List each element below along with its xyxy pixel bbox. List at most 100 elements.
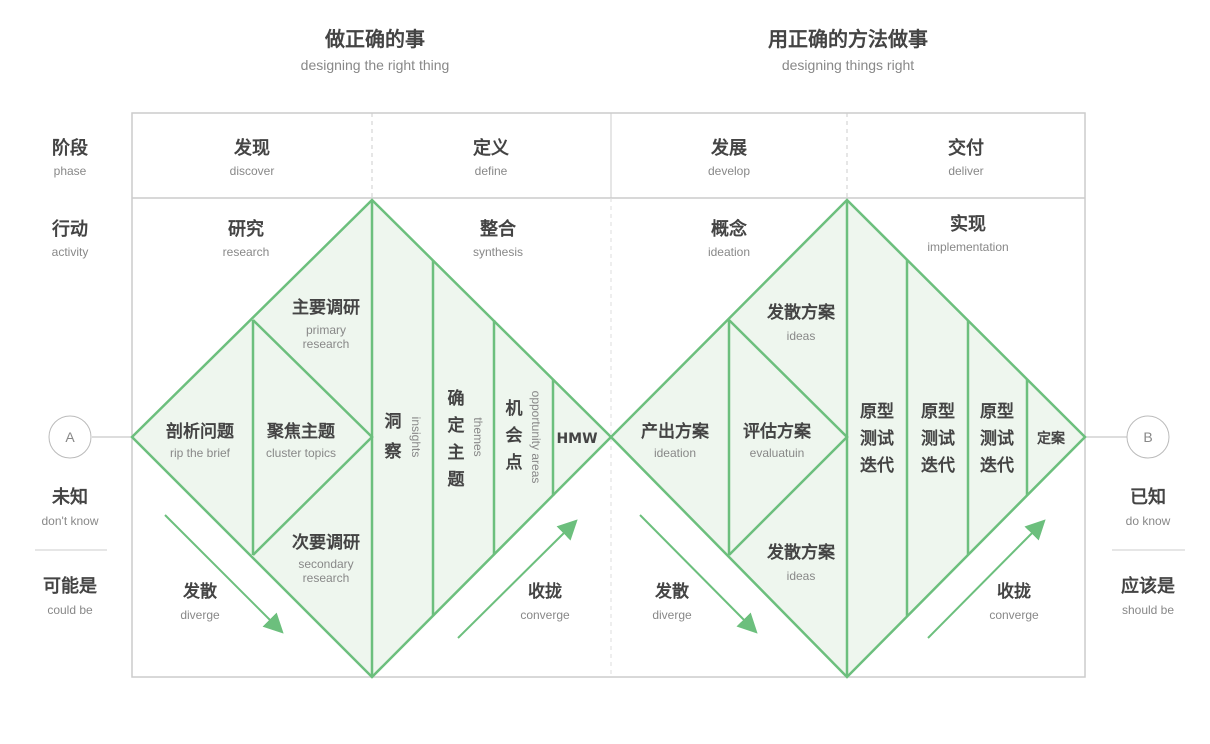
activity-implementation: 实现 implementation xyxy=(927,213,1008,254)
activity-synthesis: 整合 synthesis xyxy=(473,218,523,259)
produce-ideas: 产出方案 ideation xyxy=(641,421,710,460)
activity-research: 研究 research xyxy=(223,218,270,259)
phase-define: 定义 define xyxy=(473,137,509,178)
svg-text:剖析问题: 剖析问题 xyxy=(166,421,235,442)
frame xyxy=(131,112,1086,678)
svg-text:主要调研: 主要调研 xyxy=(292,297,360,318)
svg-text:点: 点 xyxy=(506,452,523,473)
svg-text:converge: converge xyxy=(989,608,1039,622)
svg-text:ideas: ideas xyxy=(787,329,816,343)
diverge-2: 发散 diverge xyxy=(652,581,692,622)
heading-left-en: designing the right thing xyxy=(301,57,450,73)
hmw: HMW xyxy=(556,431,597,447)
svg-text:ideation: ideation xyxy=(654,446,696,460)
svg-text:测试: 测试 xyxy=(980,428,1014,449)
svg-text:opportunity areas: opportunity areas xyxy=(529,391,543,484)
svg-text:评估方案: 评估方案 xyxy=(743,421,812,442)
svg-text:diverge: diverge xyxy=(180,608,220,622)
label-dont-know: 未知 xyxy=(52,486,88,508)
label-activity: 行动 xyxy=(51,218,88,240)
svg-text:原型: 原型 xyxy=(921,401,955,422)
svg-text:发散方案: 发散方案 xyxy=(766,542,836,563)
label-could-be: 可能是 xyxy=(43,575,97,597)
rip-the-brief: 剖析问题 rip the brief xyxy=(166,421,235,460)
svg-text:ideas: ideas xyxy=(787,569,816,583)
diverge-arrow-2 xyxy=(639,514,758,634)
svg-text:rip the brief: rip the brief xyxy=(170,446,231,460)
svg-text:收拢: 收拢 xyxy=(528,581,562,602)
svg-text:定义: 定义 xyxy=(473,137,509,159)
svg-text:diverge: diverge xyxy=(652,608,692,622)
converge-2: 收拢 converge xyxy=(989,581,1039,622)
endpoint-b-label: B xyxy=(1143,429,1152,445)
label-could-be-en: could be xyxy=(47,603,93,617)
phase-deliver: 交付 deliver xyxy=(948,137,984,178)
svg-text:evaluatuin: evaluatuin xyxy=(750,446,805,460)
converge-arrow-2 xyxy=(927,519,1046,639)
svg-text:research: research xyxy=(223,245,270,259)
svg-text:交付: 交付 xyxy=(948,137,984,159)
endpoint-b xyxy=(1126,415,1170,459)
converge-1: 收拢 converge xyxy=(520,581,570,622)
svg-text:develop: develop xyxy=(708,164,750,178)
svg-text:迭代: 迭代 xyxy=(980,455,1014,476)
svg-text:洞: 洞 xyxy=(385,412,402,432)
phase-develop: 发展 develop xyxy=(708,137,750,178)
prototype-3: 原型 测试 迭代 xyxy=(980,401,1014,476)
svg-text:发散: 发散 xyxy=(654,581,690,602)
label-know: 已知 xyxy=(1130,486,1166,508)
svg-text:primary: primary xyxy=(306,323,346,337)
insights: 洞 察 insights xyxy=(384,412,424,462)
endpoint-a xyxy=(48,415,92,459)
endpoint-a-label: A xyxy=(65,429,75,445)
themes: 确 定 主 题 themes xyxy=(448,388,486,490)
svg-text:secondary: secondary xyxy=(298,557,353,571)
svg-text:synthesis: synthesis xyxy=(473,245,523,259)
heading-right: 用正确的方法做事 xyxy=(768,27,928,51)
svg-text:测试: 测试 xyxy=(860,428,894,449)
diamond-2 xyxy=(609,198,1087,679)
activity-ideation: 概念 ideation xyxy=(708,218,750,259)
svg-text:发散: 发散 xyxy=(182,581,218,602)
heading-right-en: designing things right xyxy=(782,57,914,73)
svg-text:define: define xyxy=(475,164,508,178)
svg-text:发散方案: 发散方案 xyxy=(766,302,836,323)
svg-text:研究: 研究 xyxy=(228,218,264,240)
converge-arrow-1 xyxy=(457,519,578,639)
label-should-be-en: should be xyxy=(1122,603,1174,617)
svg-text:themes: themes xyxy=(471,417,485,456)
svg-text:察: 察 xyxy=(384,441,403,462)
svg-text:主: 主 xyxy=(448,442,465,463)
label-phase-en: phase xyxy=(54,164,87,178)
phase-discover: 发现 discover xyxy=(230,137,275,178)
svg-text:概念: 概念 xyxy=(711,218,747,240)
svg-text:次要调研: 次要调研 xyxy=(292,532,360,553)
svg-text:产出方案: 产出方案 xyxy=(641,421,710,442)
prototype-2: 原型 测试 迭代 xyxy=(921,401,955,476)
primary-research: 主要调研 primary research xyxy=(292,297,360,351)
svg-text:迭代: 迭代 xyxy=(921,455,955,476)
prototype-1: 原型 测试 迭代 xyxy=(860,401,894,476)
svg-text:实现: 实现 xyxy=(950,213,986,235)
svg-text:原型: 原型 xyxy=(980,401,1014,422)
svg-text:会: 会 xyxy=(506,425,523,446)
cluster-topics: 聚焦主题 cluster topics xyxy=(266,421,336,460)
svg-text:原型: 原型 xyxy=(860,401,894,422)
evaluate-ideas: 评估方案 evaluatuin xyxy=(743,421,812,460)
svg-text:迭代: 迭代 xyxy=(860,455,894,476)
svg-text:discover: discover xyxy=(230,164,275,178)
diverge-1: 发散 diverge xyxy=(180,581,220,622)
svg-text:cluster topics: cluster topics xyxy=(266,446,336,460)
label-should-be: 应该是 xyxy=(1121,575,1175,597)
svg-text:implementation: implementation xyxy=(927,240,1008,254)
label-activity-en: activity xyxy=(52,245,89,259)
diverge-arrow-1 xyxy=(164,514,284,634)
svg-text:定: 定 xyxy=(448,415,465,436)
label-phase: 阶段 xyxy=(52,137,89,159)
svg-text:发现: 发现 xyxy=(233,137,270,159)
svg-text:ideation: ideation xyxy=(708,245,750,259)
svg-text:题: 题 xyxy=(448,470,466,490)
opportunity-areas: 机 会 点 opportunity areas xyxy=(506,391,544,484)
svg-text:聚焦主题: 聚焦主题 xyxy=(266,421,336,442)
